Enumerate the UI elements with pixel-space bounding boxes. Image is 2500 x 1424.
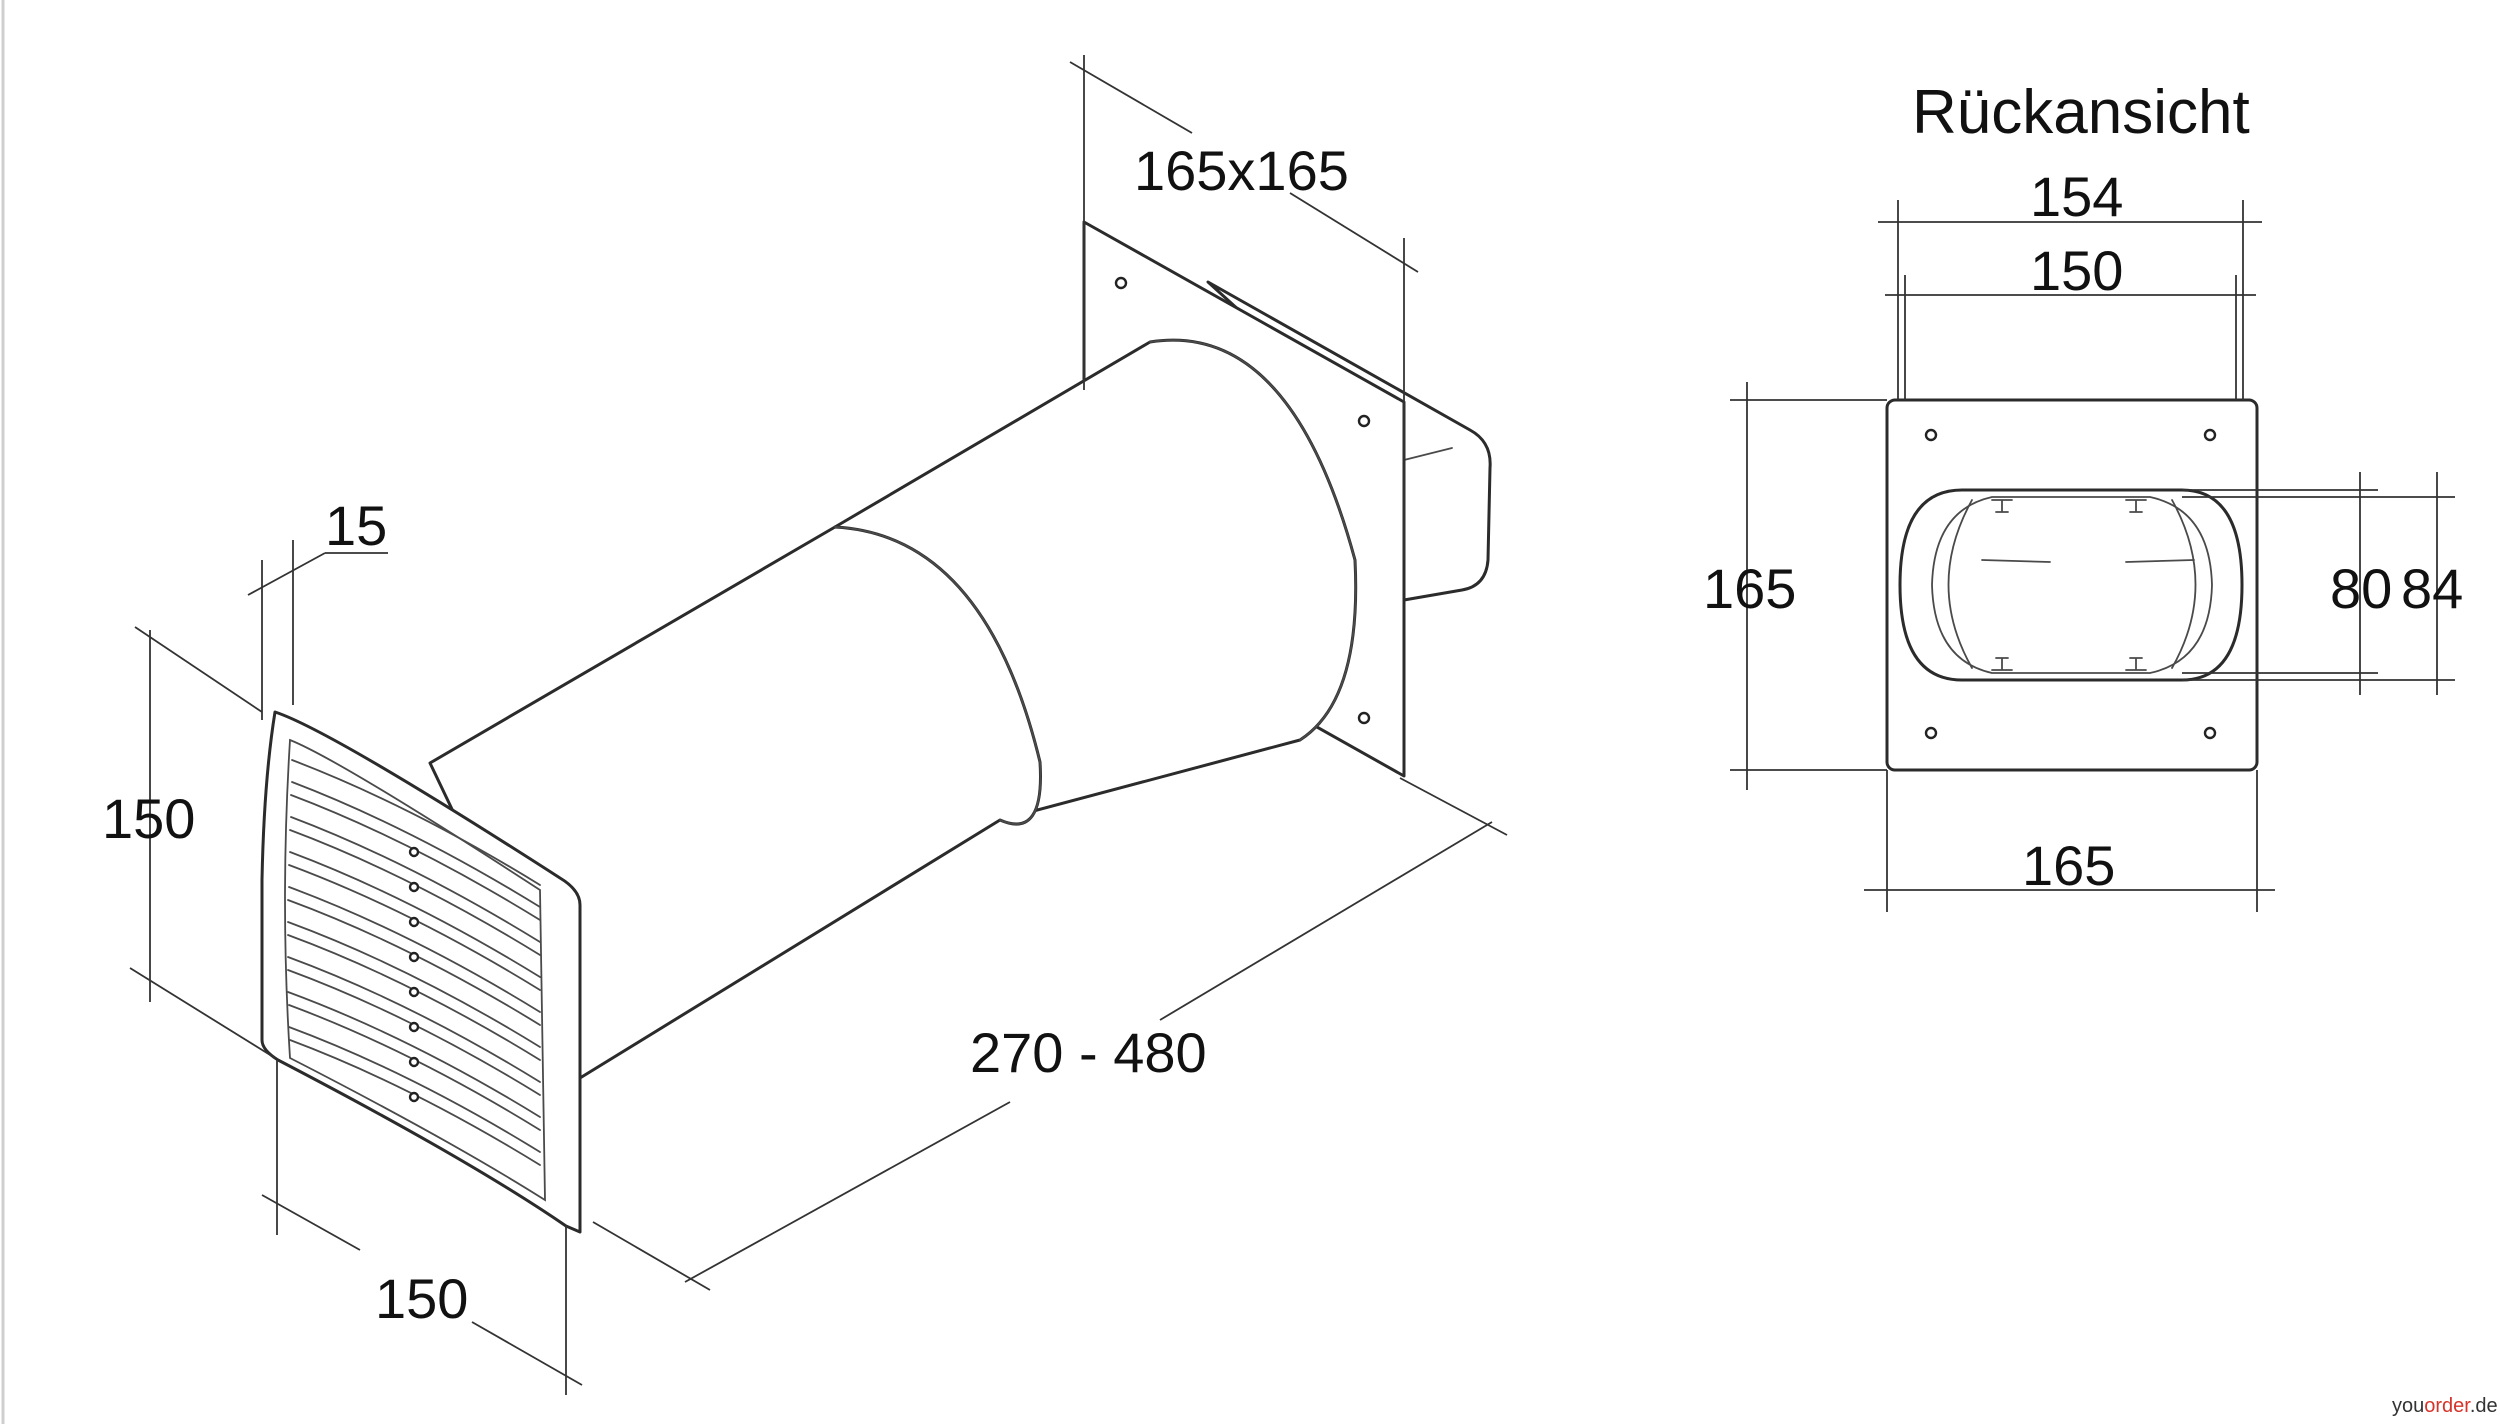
grille-frame-inner [284,738,546,1202]
clip-bottom-left [1991,657,2013,671]
flange-screw-hole-2 [1357,414,1371,428]
rear-damper-blade-left [1981,559,2051,563]
clip-top-left [1991,499,2013,513]
dim-flange-line-1 [1069,61,1193,134]
label-rear-165-bottom: 165 [2022,834,2115,897]
rear-damper-left-arc [1947,499,1973,669]
dim-flange-line-2 [1289,192,1419,273]
dim-width-line-2 [471,1321,583,1386]
rear-dim-lines-left [1730,382,1887,790]
dim-length-line-2 [1159,821,1493,1021]
dim-width-line-1 [261,1194,361,1251]
louver-rivet-6 [408,1021,420,1033]
dim-height-ext-top [134,626,263,713]
label-grille-height-150: 150 [102,787,195,850]
rear-damper-frame [1931,496,2213,674]
rear-view-title: Rückansicht [1912,78,2250,147]
louver-rivet-3 [408,916,420,928]
louver-rivet-1 [408,846,420,858]
rear-dim-lines-bottom [1864,770,2275,912]
rear-hole-top-left [1924,428,1938,442]
rear-view: Rückansicht [1703,78,2463,912]
clip-bottom-right [2125,657,2147,671]
dim-lines-height [129,626,276,1059]
dim-lines-width [261,1060,583,1395]
front-pipe-joint-ellipse [834,526,1042,825]
dim-lines-flange [1069,55,1419,560]
watermark-accent: order [2424,1395,2471,1417]
flange-screw-hole-3 [1357,711,1371,725]
rear-tube-edge [1403,447,1453,461]
dim-lines-length [592,777,1508,1291]
label-rear-165-height: 165 [1703,557,1796,620]
label-grille-width-150: 150 [375,1267,468,1330]
louver-rivet-4 [408,951,420,963]
watermark-text: youorder.de [2392,1395,2498,1417]
isometric-view: 165x165 15 150 150 270 - 480 [102,55,1508,1395]
rear-dim-lines-right [2182,472,2455,695]
rear-dim-lines-top [1878,200,2262,400]
dim-length-ext-front [592,1221,711,1291]
label-rear-154: 154 [2030,165,2123,228]
louver-rivets [408,846,420,1103]
rear-square-tube [1206,280,1492,602]
rear-square-plate [1885,398,2259,772]
label-length-270-480: 270 - 480 [970,1021,1207,1084]
label-rear-84: 84 [2401,557,2463,620]
watermark-logo: youorder.de [2392,1395,2498,1417]
rear-hole-top-right [2203,428,2217,442]
rear-pipe-end-ellipse [1149,339,1357,741]
rear-hole-bottom-right [2203,726,2217,740]
label-grille-depth-15: 15 [325,494,387,557]
dim-lines-depth [247,540,388,720]
louver-rivet-2 [408,881,420,893]
dim-height-ext-bottom [129,967,276,1059]
rear-damper-blade-right [2125,559,2195,563]
rear-damper-right-arc [2171,499,2197,669]
louver-1 [291,759,541,908]
louver-rivet-5 [408,986,420,998]
louver-rivet-7 [408,1056,420,1068]
dim-length-line-1 [684,1101,1011,1283]
label-flange-165x165: 165x165 [1134,139,1349,202]
rear-damper-clips [1991,499,2147,671]
rear-hole-bottom-left [1924,726,1938,740]
dim-depth-line [247,552,326,596]
clip-top-right [2125,499,2147,513]
watermark-prefix: you [2392,1395,2424,1417]
flange-screw-hole-1 [1114,276,1128,290]
label-rear-150: 150 [2030,239,2123,302]
watermark-suffix: .de [2470,1395,2498,1417]
dim-length-ext-rear [1399,777,1508,836]
grille-frame-outer [260,710,582,1234]
label-rear-80: 80 [2330,557,2392,620]
louver-rivet-8 [408,1091,420,1103]
